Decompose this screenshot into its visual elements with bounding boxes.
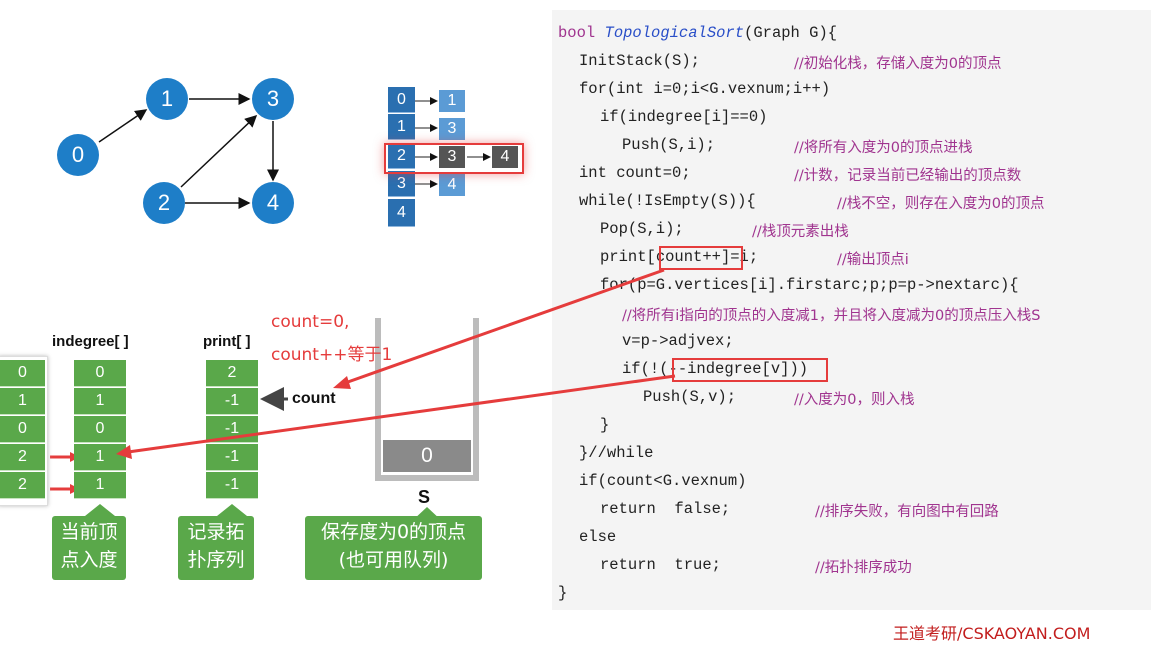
indegree-cell-1: 1 — [74, 388, 126, 415]
code-line-17: if(count<G.vexnum) — [579, 472, 747, 490]
print-cell-2: -1 — [206, 416, 258, 443]
print-cell-3: -1 — [206, 444, 258, 471]
indegree-cell-4: 1 — [74, 472, 126, 499]
indegree-label: indegree[ ] — [52, 333, 129, 350]
adj-vertex-2: 2 — [388, 143, 415, 169]
indegree-caption-pointer — [85, 504, 115, 516]
index-cell-3: 2 — [0, 444, 45, 471]
index-cell-0: 0 — [0, 360, 45, 387]
count-label: count — [292, 390, 336, 407]
indegree-cell-2: 0 — [74, 416, 126, 443]
graph-node-4: 4 — [252, 182, 294, 224]
code-line-4: if(indegree[i]==0) — [600, 108, 768, 126]
code-comment-5: //将所有入度为0的顶点进栈 — [794, 140, 973, 156]
adj-node-3-4: 4 — [439, 174, 465, 196]
index-cell-2: 0 — [0, 416, 45, 443]
code-comment-9: //输出顶点i — [837, 252, 909, 268]
graph-node-3: 3 — [252, 78, 294, 120]
adj-node-2-3: 3 — [439, 146, 465, 168]
indegree-caption: 当前顶点入度 — [52, 516, 126, 580]
print-caption: 记录拓扑序列 — [178, 516, 254, 580]
code-comment-18: //排序失败，有向图中有回路 — [815, 504, 999, 520]
index-cell-1: 1 — [0, 388, 45, 415]
edge-0-1 — [98, 109, 148, 143]
code-line-20: return true; — [600, 556, 721, 574]
stack-caption: 保存度为0的顶点(也可用队列) — [305, 516, 482, 580]
adj-node-0-1: 1 — [439, 90, 465, 112]
code-comment-8: //栈顶元素出栈 — [752, 224, 849, 240]
code-comment-14: //入度为0，则入栈 — [794, 392, 915, 408]
code-line-1: bool TopologicalSort(Graph G){ — [558, 24, 838, 42]
code-comment-11: //将所有i指向的顶点的入度减1，并且将入度减为0的顶点压入栈S — [622, 308, 1041, 324]
code-line-14: Push(S,v); — [643, 388, 737, 406]
code-line-2: InitStack(S); — [579, 52, 700, 70]
count-note-line2: count++等于1 — [271, 345, 393, 365]
print-cell-0: 2 — [206, 360, 258, 387]
code-line-5: Push(S,i); — [622, 136, 716, 154]
print-caption-pointer — [217, 504, 247, 516]
count-increment-highlight — [659, 246, 743, 270]
code-line-7: while(!IsEmpty(S)){ — [579, 192, 756, 210]
code-line-18: return false; — [600, 500, 731, 518]
code-comment-2: //初始化栈，存储入度为0的顶点 — [794, 56, 1002, 72]
graph-node-2: 2 — [143, 182, 185, 224]
adj-vertex-0: 0 — [388, 87, 415, 113]
index-array-frame — [0, 356, 48, 506]
print-cell-4: -1 — [206, 472, 258, 499]
edge-2-3 — [180, 114, 258, 188]
code-line-8: Pop(S,i); — [600, 220, 684, 238]
indegree-decrement-highlight — [672, 358, 828, 382]
index-cell-4: 2 — [0, 472, 45, 499]
code-line-3: for(int i=0;i<G.vexnum;i++) — [579, 80, 831, 98]
adj-vertex-1: 1 — [388, 114, 415, 140]
print-label: print[ ] — [203, 333, 251, 350]
code-line-19: else — [579, 528, 617, 546]
stack-label: S — [418, 487, 431, 507]
code-comment-7: //栈不空，则存在入度为0的顶点 — [837, 196, 1045, 212]
footer-brand: 王道考研/CSKAOYAN.COM — [893, 624, 1091, 643]
code-line-15: } — [600, 416, 610, 434]
indegree-cell-0: 0 — [74, 360, 126, 387]
code-line-9: print[count++]=i; — [600, 248, 759, 266]
code-line-16: }//while — [579, 444, 654, 462]
adj-node-2-4: 4 — [492, 146, 518, 168]
print-cell-1: -1 — [206, 388, 258, 415]
code-line-10: for(p=G.vertices[i].firstarc;p;p=p->next… — [600, 276, 1019, 294]
code-panel: bool TopologicalSort(Graph G){ InitStack… — [552, 10, 1151, 610]
code-line-6: int count=0; — [579, 164, 691, 182]
graph-node-0: 0 — [57, 134, 99, 176]
code-line-12: v=p->adjvex; — [622, 332, 734, 350]
adj-row-highlight — [384, 143, 524, 174]
graph-node-1: 1 — [146, 78, 188, 120]
code-comment-20: //拓扑排序成功 — [815, 560, 912, 576]
indegree-cell-3: 1 — [74, 444, 126, 471]
adj-vertex-4: 4 — [388, 199, 415, 227]
count-note-line1: count=0, — [271, 312, 350, 332]
adj-node-1-3: 3 — [439, 118, 465, 140]
code-comment-6: //计数，记录当前已经输出的顶点数 — [794, 168, 1022, 184]
stack-top-cell: 0 — [383, 440, 471, 472]
adj-vertex-3: 3 — [388, 171, 415, 197]
code-line-21: } — [558, 584, 568, 602]
